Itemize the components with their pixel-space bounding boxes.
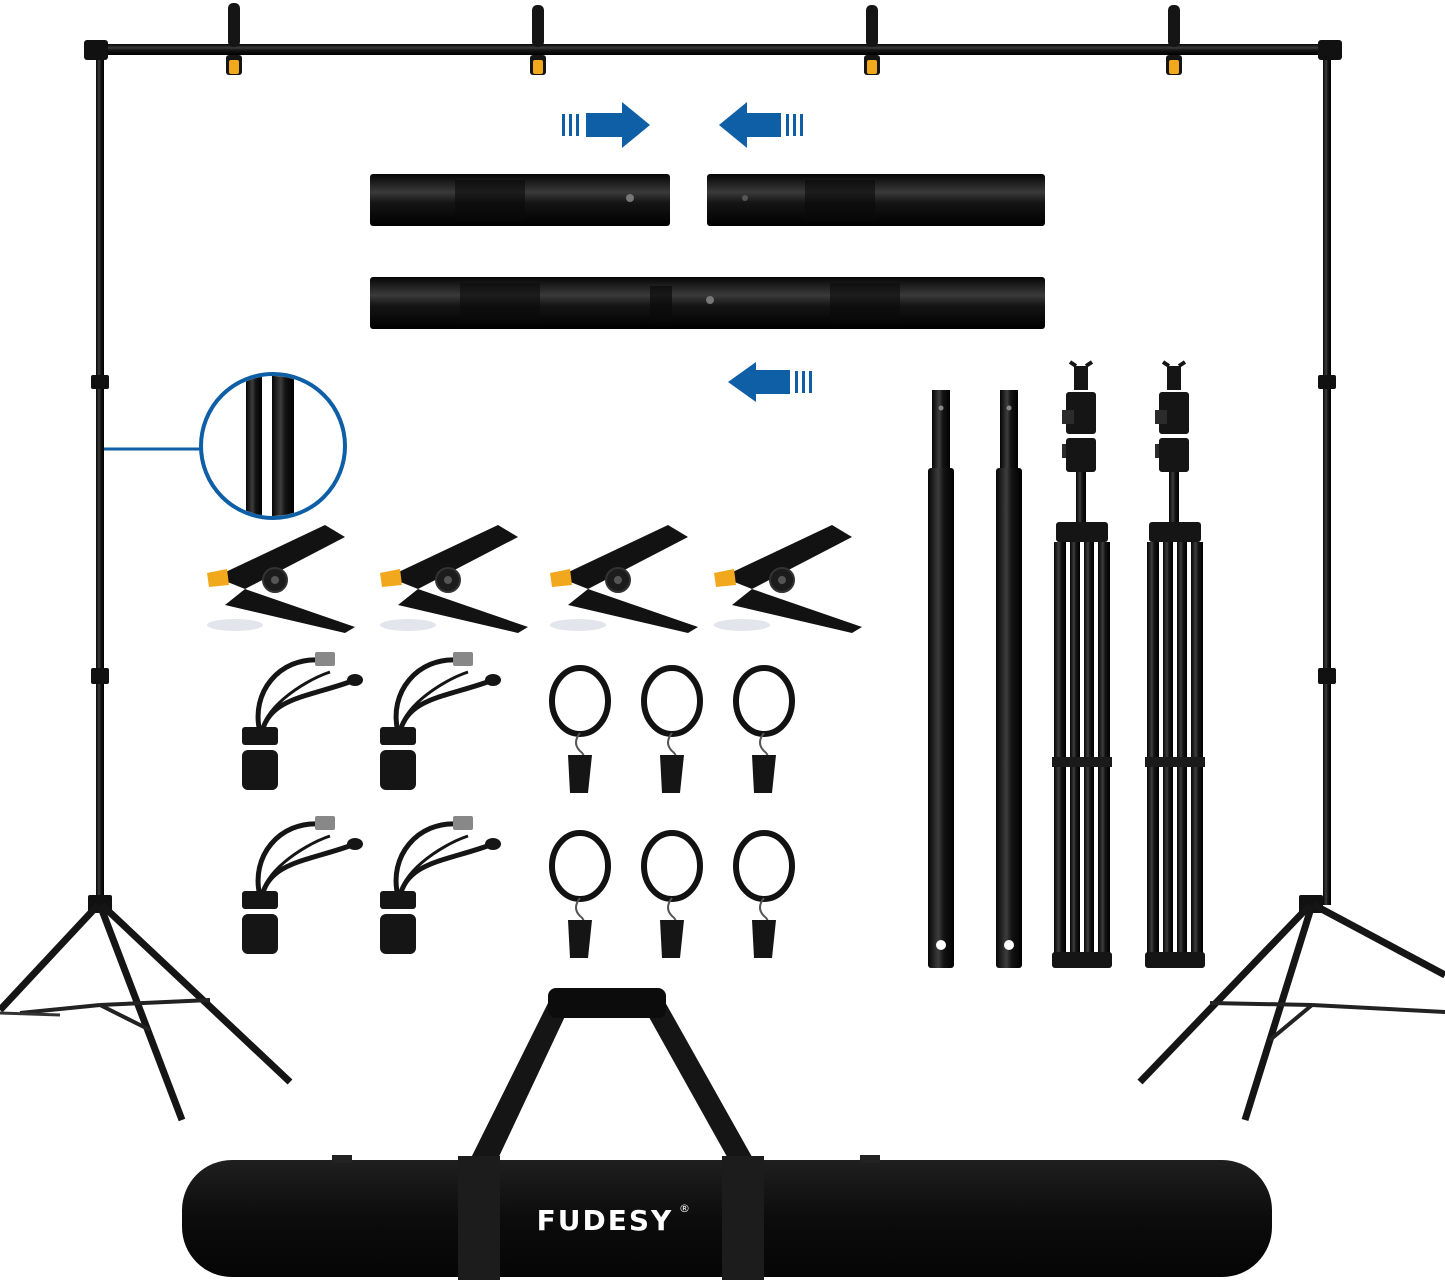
left-tripod-brace: [99, 998, 211, 1007]
ring-clip: [641, 665, 703, 793]
bag-handle: [460, 993, 765, 1180]
bag-strap-left: [458, 1156, 500, 1280]
right-pole-lock-upper: [1318, 375, 1336, 389]
curtain-ring-clips: [549, 665, 795, 958]
upright-pole-section: [928, 390, 954, 968]
crossbar-end-cap-left: [84, 40, 108, 60]
right-tripod-brace: [1311, 1003, 1445, 1014]
right-tripod-leg: [1312, 901, 1445, 979]
arrow-left-icon: [728, 362, 812, 402]
crossbar-clamps: [226, 3, 1182, 75]
bag-strap-loop: [332, 1155, 352, 1163]
bag-handle-grip: [548, 988, 666, 1018]
sandbag-straps: [242, 652, 501, 954]
ring-clip: [549, 830, 611, 958]
left-tripod-brace: [19, 1003, 101, 1015]
left-tripod-leg: [99, 902, 293, 1085]
sandbag-strap: [380, 652, 501, 790]
crossbar-clamp: [226, 3, 242, 75]
spring-clamp: [207, 525, 355, 633]
bag-strap-right: [722, 1156, 764, 1280]
upright-pole-section: [996, 390, 1022, 968]
left-pole-lock-lower: [91, 668, 109, 684]
right-tripod-brace: [1268, 1003, 1314, 1042]
spring-clamp: [380, 525, 528, 633]
right-tripod-leg: [1241, 903, 1316, 1122]
ring-clip: [733, 665, 795, 793]
left-pole-lock-upper: [91, 375, 109, 389]
crossbar-segment-right: [707, 174, 1045, 226]
crossbar-clamp: [1166, 5, 1182, 75]
brand-logo: FUDESY: [537, 1204, 674, 1237]
crossbar-tube: [88, 44, 1340, 55]
arrow-left-icon: [719, 102, 803, 148]
pole-detail-zoom: [104, 372, 347, 520]
spring-clamp: [714, 525, 862, 633]
right-pole-lock-lower: [1318, 668, 1336, 684]
sandbag-strap: [380, 816, 501, 954]
sandbag-strap: [242, 652, 363, 790]
crossbar-joined: [370, 277, 1045, 329]
right-tripod-brace: [1209, 1001, 1313, 1007]
spring-clamp: [550, 525, 698, 633]
crossbar-clamp: [530, 5, 546, 75]
left-upright-pole: [96, 55, 104, 905]
arrow-right-icon: [562, 102, 650, 148]
right-tripod-leg: [1137, 902, 1313, 1085]
crossbar-clamp: [864, 5, 880, 75]
bag-strap-loop: [860, 1155, 880, 1163]
ring-clip: [733, 830, 795, 958]
folded-light-stand: [1145, 360, 1205, 968]
crossbar-end-cap-right: [1318, 40, 1342, 60]
top-crossbar: [84, 40, 1342, 60]
folded-light-stands: [1052, 360, 1205, 968]
carry-bag: FUDESY ®: [182, 988, 1272, 1280]
left-tripod-foot: [0, 1011, 61, 1017]
left-tripod-leg: [0, 902, 101, 1013]
ring-clip: [549, 665, 611, 793]
left-upright-stand: [0, 55, 293, 1122]
right-upright-stand: [1137, 55, 1445, 1122]
crossbar-segment-left: [370, 174, 670, 226]
folded-light-stand: [1052, 360, 1112, 968]
spring-clamps: [207, 525, 862, 633]
left-tripod-brace: [99, 1003, 151, 1032]
registered-trademark: ®: [679, 1202, 690, 1215]
right-upright-pole: [1323, 55, 1331, 905]
left-tripod-leg: [96, 903, 186, 1122]
sandbag-strap: [242, 816, 363, 954]
ring-clip: [641, 830, 703, 958]
upright-pole-sections: [928, 390, 1022, 968]
